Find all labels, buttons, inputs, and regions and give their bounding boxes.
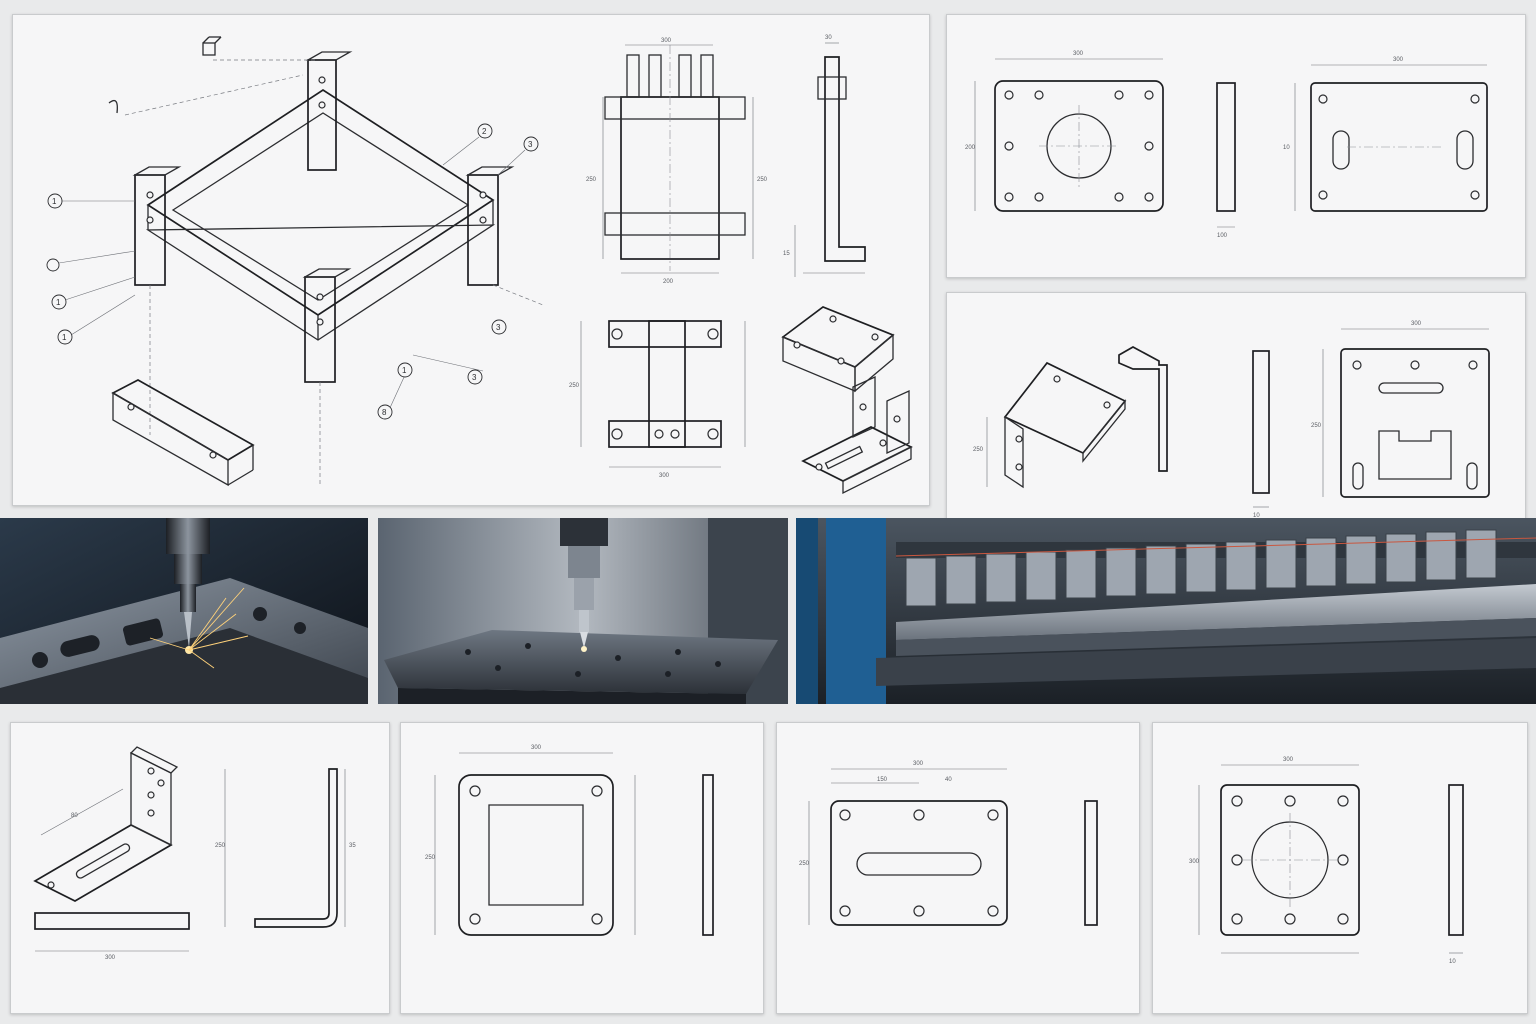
balloon-label: 3 (496, 323, 501, 332)
dim-flange-width: 300 (1283, 757, 1294, 763)
dim-top-width: 300 (661, 38, 672, 44)
dim-top-bottom: 200 (663, 279, 674, 285)
slot-plate-drawing: 250 10 300 250 (973, 321, 1490, 519)
callout-balloons: 1 2 3 3 3 8 1 1 (46, 123, 539, 420)
dim-bracket-slot: 80 (71, 813, 78, 819)
press-brake-illustration (796, 518, 1536, 704)
plate-drawing-sheet: 300 200 100 300 10 (946, 14, 1526, 278)
dim-bracket-length: 300 (105, 955, 116, 961)
dim-slot-bar-seg-a: 150 (877, 777, 888, 783)
slot-plate-drawing-sheet: 250 10 300 250 (946, 292, 1526, 532)
dim-flange-thk: 10 (1449, 959, 1456, 965)
assembly-drawing-sheet: 1 2 3 3 3 8 1 1 (12, 14, 930, 506)
dim-slot-bar-width: 300 (913, 761, 924, 767)
bracket-drawing: 80 300 250 35 (33, 746, 356, 961)
photo-cnc-drilling-sparks (0, 518, 368, 704)
balloon-label: 1 (52, 197, 57, 206)
balloon-label: 3 (528, 140, 533, 149)
assembly-drawing: 1 2 3 3 3 8 1 1 (46, 35, 913, 495)
front-view: 300 250 250 200 (586, 38, 768, 285)
dim-plate-width-b: 300 (1393, 57, 1404, 63)
frame-plate-drawing: 300 250 (425, 745, 714, 936)
dim-frame-height: 250 (569, 383, 580, 389)
isometric-frame: 1 2 3 3 3 8 1 1 (46, 36, 544, 487)
cnc-plate-illustration (378, 518, 788, 704)
photo-press-brake (796, 518, 1536, 704)
iso-bracket-lower (801, 375, 913, 495)
dim-bracket-h: 250 (973, 447, 984, 453)
dim-frame-width: 300 (659, 473, 670, 479)
dim-plate-height: 200 (965, 145, 976, 151)
dim-slot-height: 250 (1311, 423, 1322, 429)
dim-top-height: 250 (586, 177, 597, 183)
dim-frame-plate-width: 300 (531, 745, 542, 751)
cnc-drilling-illustration (0, 518, 368, 704)
dim-slot-bar-height: 250 (799, 861, 810, 867)
balloon-label: 1 (56, 298, 61, 307)
dim-plate-width: 300 (1073, 51, 1084, 57)
bottom-view: 250 300 (569, 320, 746, 479)
frame-plate-drawing-sheet: 300 250 (400, 722, 764, 1014)
flange-drawing-sheet: 300 300 10 (1152, 722, 1528, 1014)
plate-drawing: 300 200 100 300 10 (965, 51, 1488, 239)
photo-cnc-drilling-plate (378, 518, 788, 704)
balloon-label: 3 (472, 373, 477, 382)
dim-flange-height: 300 (1189, 859, 1200, 865)
balloon-label: 2 (482, 127, 487, 136)
dim-bracket-height: 250 (215, 843, 226, 849)
dim-plate-thk: 10 (1283, 145, 1290, 151)
side-view: 30 15 (783, 35, 866, 277)
flange-drawing: 300 300 10 (1189, 757, 1464, 965)
iso-bracket-upper (781, 306, 895, 393)
bracket-drawing-sheet: 80 300 250 35 (10, 722, 390, 1014)
dim-bracket-depth: 35 (349, 843, 356, 849)
balloon-label: 8 (382, 408, 387, 417)
dim-small: 15 (783, 251, 790, 257)
dim-slot-width: 300 (1411, 321, 1422, 327)
dim-frame-plate-height: 250 (425, 855, 436, 861)
balloon-label: 1 (402, 366, 407, 375)
dim-plate-thickness: 100 (1217, 233, 1228, 239)
slot-bar-drawing-sheet: 300 150 40 250 (776, 722, 1140, 1014)
dim-slot-thickness: 10 (1253, 513, 1260, 519)
balloon-label: 1 (62, 333, 67, 342)
dim-slot-bar-seg-b: 40 (945, 777, 952, 783)
slot-bar-drawing: 300 150 40 250 (799, 761, 1098, 926)
dim-side-depth: 30 (825, 35, 832, 41)
dim-top-side: 250 (757, 177, 768, 183)
